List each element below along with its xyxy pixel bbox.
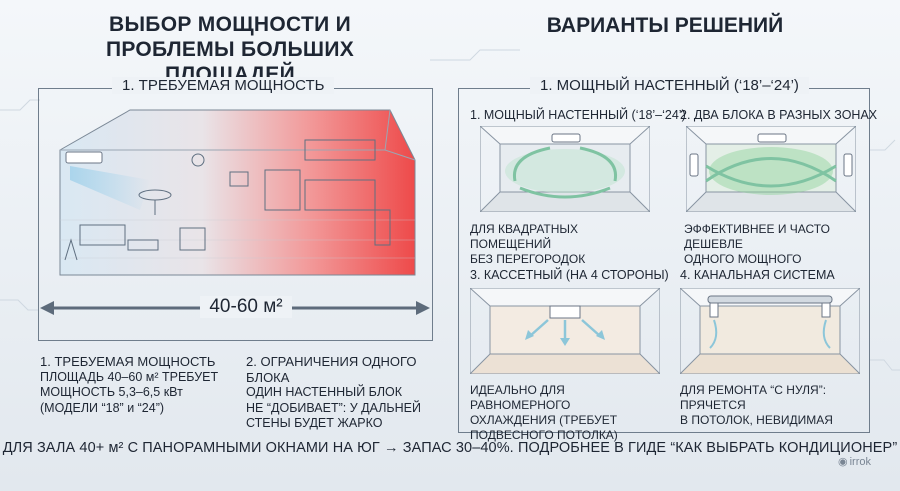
card-desc-cassette: ИДЕАЛЬНО ДЛЯ РАВНОМЕРНОГО ОХЛАЖДЕНИЯ (ТР…	[470, 383, 660, 443]
card-desc-line: ПОДВЕСНОГО ПОТОЛКА)	[470, 428, 618, 442]
info-line: НЕ “ДОБИВАЕТ”: У ДАЛЬНЕЙ	[246, 400, 421, 415]
two-units-diagram	[686, 126, 856, 212]
card-desc-line: ДЛЯ РЕМОНТА “С НУЛЯ”:	[680, 383, 827, 397]
ac-unit-icon	[843, 153, 853, 177]
ac-unit-icon	[689, 153, 699, 177]
info-line: СТЕНЫ БУДЕТ ЖАРКО	[246, 416, 383, 430]
left-title: ВЫБОР МОЩНОСТИ И ПРОБЛЕМЫ БОЛЬШИХ ПЛОЩАД…	[105, 13, 355, 86]
ac-unit-icon	[757, 133, 787, 143]
info-line: ПЛОЩАДЬ 40–60 м² ТРЕБУЕТ	[40, 369, 219, 384]
card-desc-wall: ДЛЯ КВАДРАТНЫХ ПОМЕЩЕНИЙ БЕЗ ПЕРЕГОРОДОК	[470, 222, 655, 267]
info-block-power: 1. ТРЕБУЕМАЯ МОЩНОСТЬ ПЛОЩАДЬ 40–60 м² Т…	[40, 354, 230, 416]
card-desc-line: ОДНОГО МОЩНОГО	[684, 252, 802, 266]
room-heat-illustration	[59, 109, 416, 276]
logo: ◉ irrok	[838, 455, 871, 469]
cassette-diagram	[470, 288, 660, 374]
card-desc-line: ПРЯЧЕТСЯ	[680, 398, 746, 412]
card-desc-line: ИДЕАЛЬНО ДЛЯ РАВНОМЕРНОГО	[470, 383, 571, 412]
card-desc-line: ОХЛАЖДЕНИЯ (ТРЕБУЕТ	[470, 413, 618, 427]
card-desc-line: БЕЗ ПЕРЕГОРОДОК	[470, 252, 586, 266]
card-title-wall: 1. МОЩНЫЙ НАСТЕННЫЙ (‘18’–‘24’)	[470, 108, 686, 122]
ac-unit-icon	[65, 151, 103, 164]
card-desc-duct: ДЛЯ РЕМОНТА “С НУЛЯ”: ПРЯЧЕТСЯ В ПОТОЛОК…	[680, 383, 870, 428]
info-heading: 2. ОГРАНИЧЕНИЯ ОДНОГО БЛОКА	[246, 354, 417, 385]
cassette-unit-icon	[549, 305, 581, 319]
card-title-cassette: 3. КАССЕТНЫЙ (НА 4 СТОРОНЫ)	[470, 268, 669, 282]
card-desc-two-units: ЭФФЕКТИВНЕЕ И ЧАСТО ДЕШЕВЛЕ ОДНОГО МОЩНО…	[684, 222, 869, 267]
footer-text: ДЛЯ ЗАЛА 40+ м² С ПАНОРАМНЫМИ ОКНАМИ НА …	[2, 440, 898, 456]
ac-unit-icon	[551, 133, 581, 143]
info-block-limits: 2. ОГРАНИЧЕНИЯ ОДНОГО БЛОКА ОДИН НАСТЕНН…	[246, 354, 446, 432]
card-desc-line: ДЛЯ КВАДРАТНЫХ ПОМЕЩЕНИЙ	[470, 222, 579, 251]
right-panel-heading: 1. МОЩНЫЙ НАСТЕННЫЙ (‘18’–‘24’)	[530, 77, 809, 94]
duct-icon	[707, 295, 833, 304]
left-panel-heading: 1. ТРЕБУЕМАЯ МОЩНОСТЬ	[112, 77, 335, 94]
info-line: МОЩНОСТЬ 5,3–6,5 кВт	[40, 385, 183, 399]
area-label: 40-60 м²	[200, 296, 292, 318]
logo-text: irrok	[849, 455, 871, 468]
card-title-two-units: 2. ДВА БЛОКА В РАЗНЫХ ЗОНАХ	[680, 108, 878, 122]
logo-icon: ◉	[838, 456, 848, 468]
duct-system-diagram	[680, 288, 860, 374]
wall-unit-diagram	[480, 126, 650, 212]
card-desc-line: ЭФФЕКТИВНЕЕ И ЧАСТО ДЕШЕВЛЕ	[684, 222, 830, 251]
info-heading: 1. ТРЕБУЕМАЯ МОЩНОСТЬ	[40, 354, 216, 369]
info-line: ОДИН НАСТЕННЫЙ БЛОК	[246, 385, 403, 399]
card-desc-line: В ПОТОЛОК, НЕВИДИМАЯ	[680, 413, 833, 427]
card-title-duct: 4. КАНАЛЬНАЯ СИСТЕМА	[680, 268, 835, 282]
right-title: ВАРИАНТЫ РЕШЕНИЙ	[546, 14, 784, 37]
info-line: (МОДЕЛИ “18” и “24”)	[40, 400, 165, 415]
